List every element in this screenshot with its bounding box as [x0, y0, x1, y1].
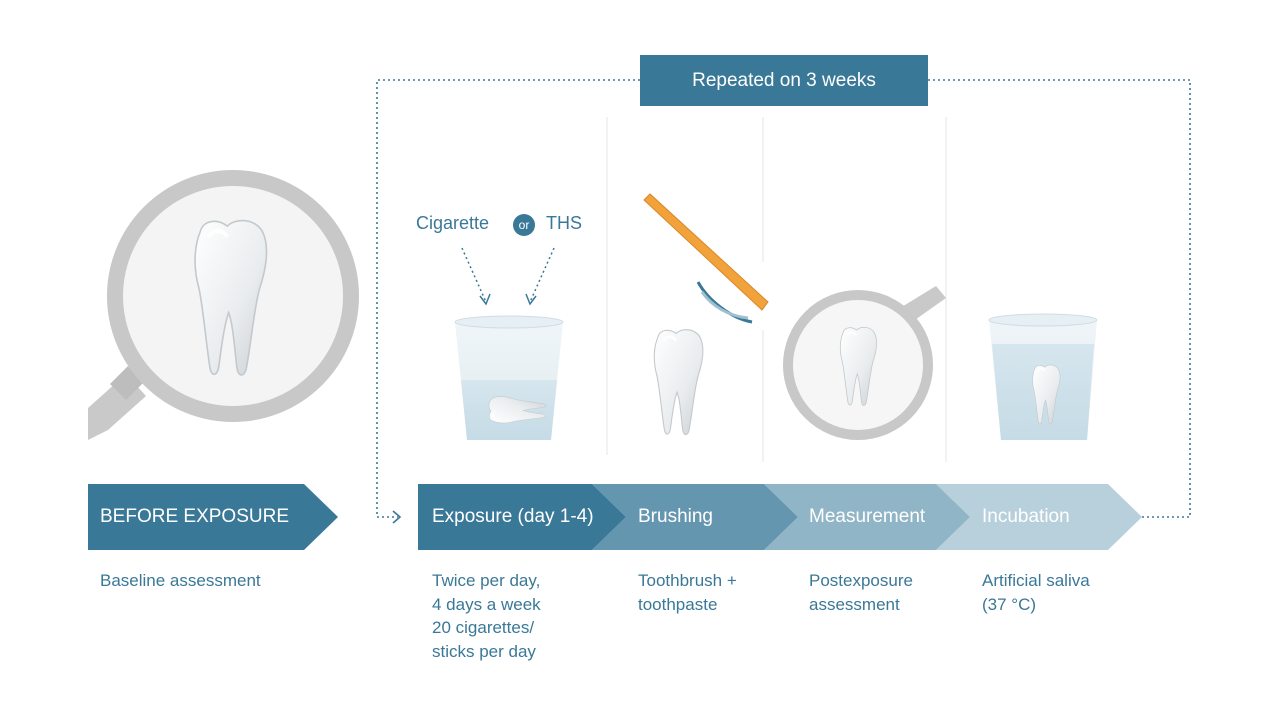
step-desc-incubation: Artificial saliva (37 °C): [982, 569, 1090, 616]
desc-line: 20 cigarettes/: [432, 618, 535, 637]
arrow-ths: [529, 247, 555, 303]
tooth-brushing-icon: [652, 328, 705, 436]
loop-line: [376, 79, 640, 518]
step-chevron-incubation: [936, 484, 1142, 550]
desc-line: sticks per day: [432, 641, 536, 661]
step-desc-measurement: Postexposure assessment: [809, 569, 913, 616]
desc-line: Toothbrush +: [638, 571, 737, 590]
step-chevron-measurement: [764, 484, 970, 550]
step-desc-exposure: Twice per day, 4 days a week 20 cigarett…: [432, 569, 541, 663]
desc-line: Artificial saliva: [982, 571, 1090, 590]
step-label-measurement: Measurement: [809, 506, 926, 527]
step-chevron-brushing: [592, 484, 798, 550]
repeat-banner: Repeated on 3 weeks: [640, 55, 928, 106]
desc-line: 4 days a week: [432, 594, 541, 614]
desc-line: (37 °C): [982, 594, 1037, 614]
before-exposure-desc: Baseline assessment: [100, 571, 261, 590]
desc-line: Twice per day,: [432, 571, 541, 590]
step-desc-brushing: Toothbrush + toothpaste: [638, 569, 737, 616]
desc-line: assessment: [809, 594, 900, 614]
ths-label: THS: [546, 213, 582, 233]
step-label-incubation: Incubation: [982, 506, 1070, 527]
desc-line: Postexposure: [809, 571, 913, 590]
before-exposure-chevron: [88, 484, 338, 550]
toothbrush-icon: [643, 193, 769, 324]
loop-line-right: [928, 79, 1191, 518]
desc-line: toothpaste: [638, 594, 718, 614]
before-exposure-label: BEFORE EXPOSURE: [100, 506, 289, 527]
or-badge: or: [513, 214, 535, 236]
step-label-exposure: Exposure (day 1-4): [432, 506, 594, 527]
step-chevron-exposure: [418, 484, 626, 550]
cigarette-label: Cigarette: [416, 213, 490, 233]
arrow-cigarette: [461, 247, 487, 303]
step-label-brushing: Brushing: [638, 506, 713, 527]
